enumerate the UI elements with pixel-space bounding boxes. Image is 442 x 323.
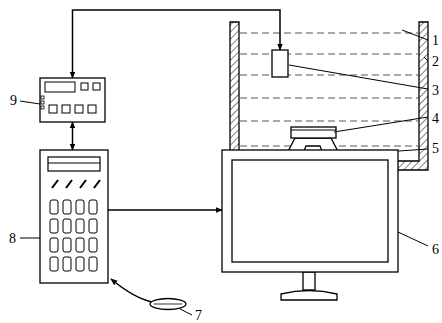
- specimen: [291, 127, 336, 138]
- indicator: [41, 106, 44, 109]
- water-line: [240, 75, 418, 76]
- button: [49, 105, 57, 113]
- leader-line: [398, 232, 428, 246]
- controller: 9: [40, 78, 105, 122]
- key: [63, 219, 71, 233]
- computer: 8: [40, 150, 108, 283]
- key: [50, 238, 58, 252]
- specimen-line: [291, 130, 336, 131]
- key: [63, 200, 71, 214]
- callout-number: 4: [432, 112, 439, 126]
- leader-lines: [20, 30, 428, 315]
- monitor: 6: [222, 150, 398, 272]
- water-lines: [240, 33, 418, 146]
- leader-line: [20, 238, 40, 239]
- monitor-frame: [222, 150, 398, 272]
- computer-body: [40, 150, 108, 283]
- slash-key: [66, 180, 72, 188]
- indicator: [41, 96, 44, 99]
- key: [76, 238, 84, 252]
- mouse-body: [150, 299, 186, 310]
- ultrasonic-transducer: 3: [272, 50, 288, 77]
- mouse-drawing: [150, 298, 186, 310]
- monitor-neck: [303, 272, 315, 290]
- controller-body: [40, 78, 105, 122]
- controller-drawing: [40, 78, 105, 122]
- key: [76, 219, 84, 233]
- callout-number: 9: [10, 94, 17, 108]
- controller-display: [45, 82, 75, 92]
- mouse-line: [154, 304, 182, 305]
- key: [89, 238, 97, 252]
- mouse: 7: [150, 298, 186, 310]
- key: [76, 200, 84, 214]
- monitor-base: [281, 291, 337, 301]
- callout-number: 6: [432, 243, 439, 257]
- callout-number: 1: [432, 34, 439, 48]
- callout-number: 8: [9, 232, 16, 246]
- key: [50, 257, 58, 271]
- key: [63, 238, 71, 252]
- monitor-stand: [281, 272, 337, 300]
- callout-number: 3: [432, 84, 439, 98]
- leader-line: [20, 101, 40, 104]
- drive-slot: [48, 157, 100, 171]
- slash-key: [52, 180, 58, 188]
- drive-line: [48, 163, 100, 164]
- water-line: [240, 33, 418, 34]
- transducer-body: [272, 50, 288, 77]
- water-line: [240, 54, 418, 55]
- key: [50, 200, 58, 214]
- computer-drawing: [40, 150, 108, 283]
- leader-line: [402, 30, 428, 40]
- leader-line: [180, 309, 192, 315]
- key: [63, 257, 71, 271]
- monitor-drawing: [222, 150, 398, 272]
- button: [62, 105, 70, 113]
- slash-key: [94, 180, 100, 188]
- water-line: [240, 98, 418, 99]
- leader-line: [424, 57, 428, 61]
- connector: [108, 209, 222, 211]
- slash-key: [80, 180, 86, 188]
- indicator: [41, 101, 44, 104]
- button: [75, 105, 83, 113]
- tank-wall: [230, 22, 428, 170]
- leader-line: [289, 65, 428, 89]
- button: [88, 105, 96, 113]
- callout-number: 5: [432, 142, 439, 156]
- monitor-screen: [232, 160, 388, 262]
- button: [81, 83, 88, 90]
- key: [89, 257, 97, 271]
- key: [50, 219, 58, 233]
- key: [89, 219, 97, 233]
- connector: [73, 10, 281, 78]
- button: [93, 83, 100, 90]
- leader-line: [334, 117, 428, 132]
- key: [89, 200, 97, 214]
- key: [76, 257, 84, 271]
- connector: [72, 122, 74, 150]
- connector: [111, 279, 152, 302]
- ultrasonic-transducer-drawing: [272, 50, 288, 77]
- callout-number: 7: [195, 309, 202, 323]
- water-line: [240, 121, 418, 122]
- callout-number: 2: [432, 55, 439, 69]
